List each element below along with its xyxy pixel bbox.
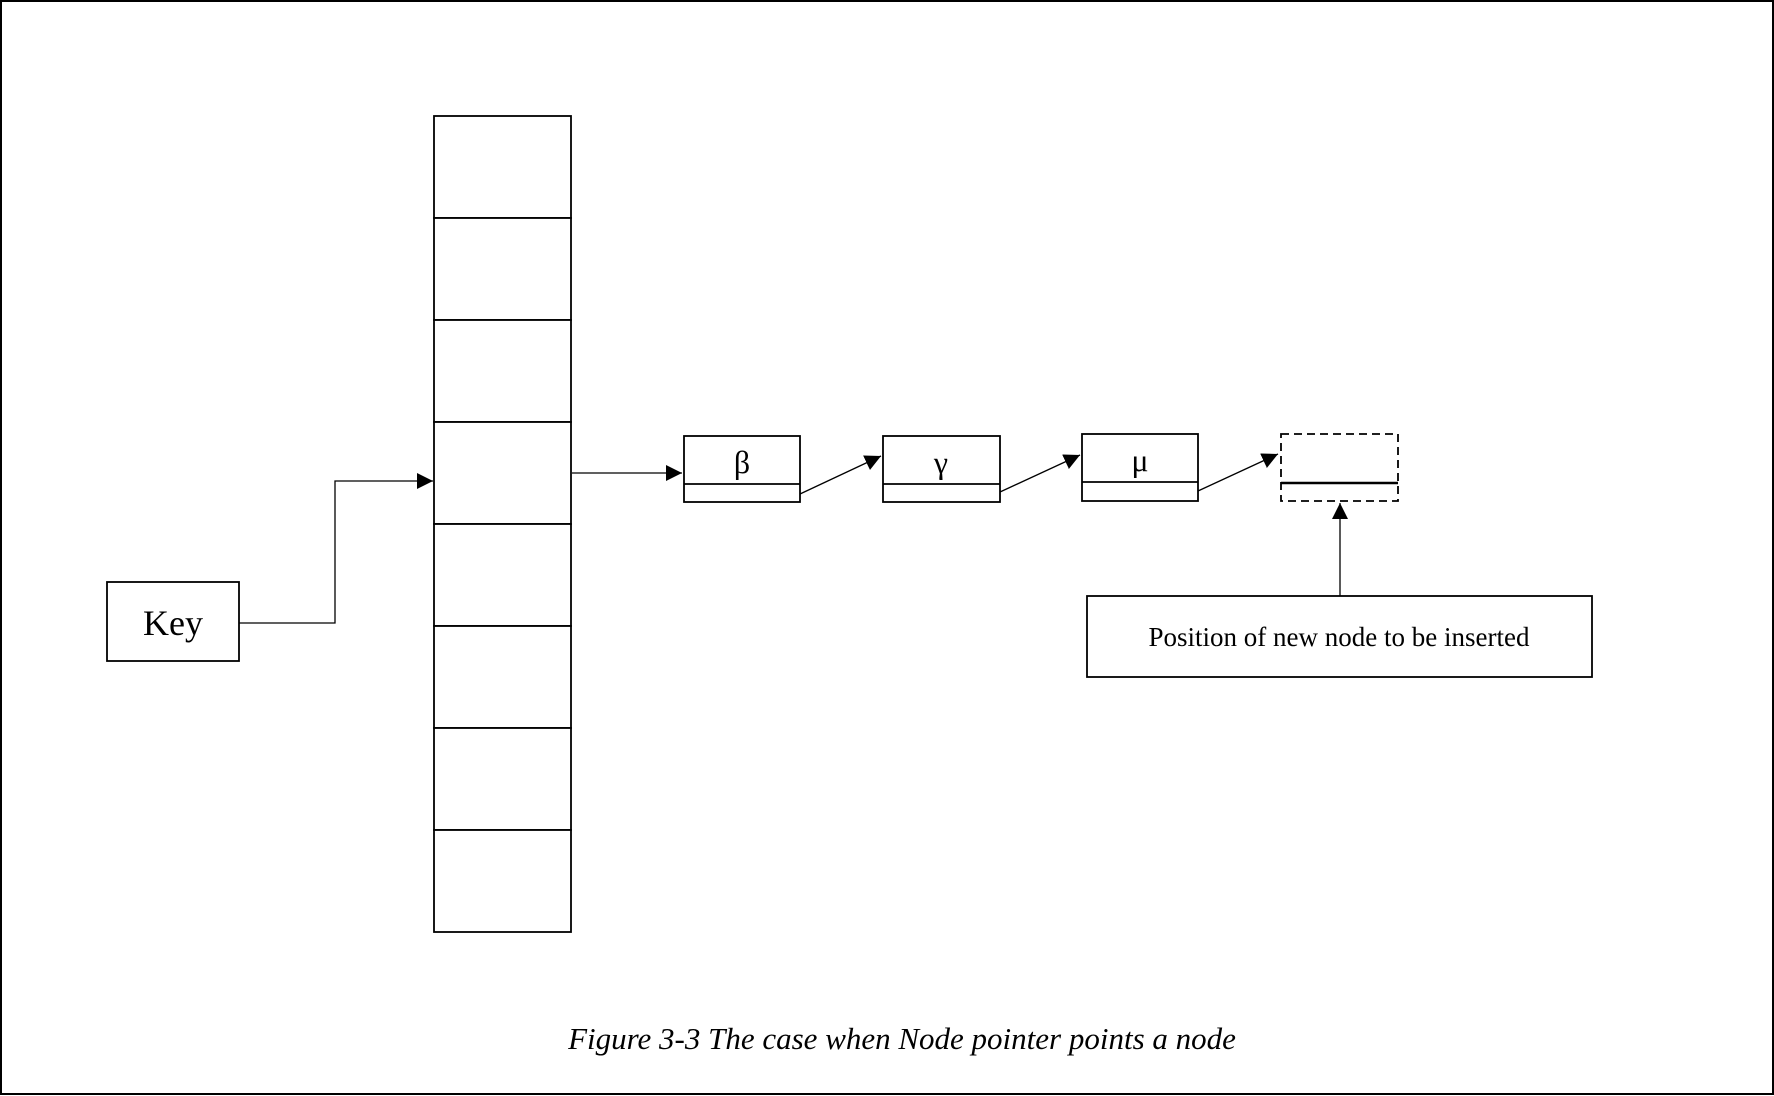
- hash-table-slot-5: [433, 523, 572, 627]
- hash-table-slot-2: [433, 217, 572, 321]
- list-node-beta: β: [683, 435, 801, 503]
- node-symbol-beta: β: [734, 444, 750, 480]
- hash-table: [433, 115, 572, 933]
- annotation-label: Position of new node to be inserted: [1149, 622, 1530, 652]
- hash-table-slot-4: [433, 421, 572, 525]
- node-symbol-gamma: γ: [933, 444, 948, 480]
- key-box: Key: [106, 581, 240, 662]
- key-label: Key: [143, 603, 203, 643]
- list-node-gamma: γ: [882, 435, 1001, 503]
- beta-to-gamma-arrow: [799, 455, 882, 495]
- hash-table-slot-7: [433, 727, 572, 831]
- gamma-to-mu-arrow: [999, 454, 1081, 493]
- hash-table-slot-3: [433, 319, 572, 423]
- new-node-placeholder: [1280, 433, 1399, 502]
- insert-position-annotation: Position of new node to be inserted: [1086, 595, 1593, 678]
- figure-caption: Figure 3-3 The case when Node pointer po…: [567, 1021, 1236, 1056]
- node-symbol-mu: μ: [1131, 442, 1148, 478]
- list-node-mu: μ: [1081, 433, 1199, 502]
- hash-table-slot-1: [433, 115, 572, 219]
- key-to-table-arrow: [239, 473, 433, 624]
- hash-table-slot-6: [433, 625, 572, 729]
- hash-table-slot-8: [433, 829, 572, 933]
- mu-to-new-node-arrow: [1197, 453, 1279, 492]
